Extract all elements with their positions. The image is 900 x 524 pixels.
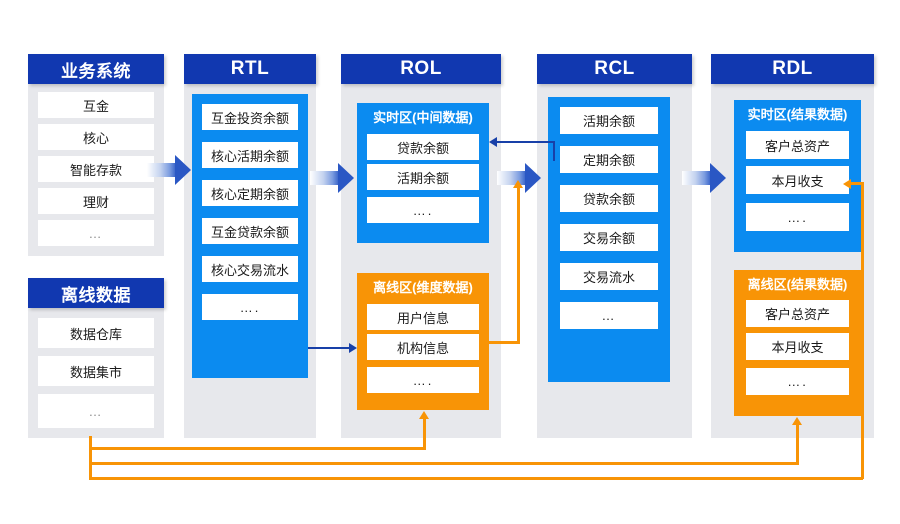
arrowhead-rcl-to-rol (489, 137, 497, 147)
item-rcl-3: 交易余额 (560, 224, 658, 251)
item-rcl-2: 贷款余额 (560, 185, 658, 212)
bus-line-lower (89, 477, 863, 480)
arrowhead-rtl-to-rol-offline (349, 343, 357, 353)
bus-line-upper (89, 447, 426, 450)
header-rol: ROL (341, 54, 501, 84)
arrow-head (338, 163, 354, 193)
flow-arrow-source-to-rtl (147, 155, 193, 185)
item-rcl-0: 活期余额 (560, 107, 658, 134)
arrow-shaft (310, 171, 340, 185)
arrow-shaft (682, 171, 712, 185)
item-rcl-4: 交易流水 (560, 263, 658, 290)
zone-rol-offline-title: 离线区(维度数据) (373, 280, 473, 295)
riser-to-rdl-offline (796, 424, 799, 464)
flow-arrow-rcl-to-rdl (682, 163, 732, 193)
arrowhead-rol-offline-to-rcl (513, 180, 523, 188)
item-rol-off-0: 用户信息 (367, 304, 479, 330)
item-rdl-rt-1: 本月收支 (746, 166, 849, 194)
item-rcl-1: 定期余额 (560, 146, 658, 173)
item-rol-rt-2: …. (367, 197, 479, 223)
item-rol-rt-0: 贷款余额 (367, 134, 479, 160)
line-rtl-to-rol-offline (308, 347, 350, 349)
line-into-rdl-realtime (849, 182, 864, 185)
item-rtl-2: 核心定期余额 (202, 180, 298, 206)
line-rol-offline-exit (489, 341, 520, 344)
arrow-head (175, 155, 191, 185)
item-rdl-off-2: …. (746, 368, 849, 395)
zone-rcl-realtime: 活期余额 定期余额 贷款余额 交易余额 交易流水 … (548, 97, 670, 382)
zone-rol-realtime: 实时区(中间数据) 贷款余额 活期余额 …. (357, 103, 489, 243)
flow-arrow-rol-to-rcl (497, 163, 543, 193)
line-rcl-to-rol (497, 141, 555, 143)
riser-to-rol-offline (423, 418, 426, 450)
zone-rol-offline: 离线区(维度数据) 用户信息 机构信息 …. (357, 273, 489, 410)
card-offline-2: … (38, 394, 154, 428)
arrowhead-bus-to-rol-offline (419, 411, 429, 419)
item-rol-off-1: 机构信息 (367, 334, 479, 360)
item-rtl-4: 核心交易流水 (202, 256, 298, 282)
card-source-2: 智能存款 (38, 156, 154, 182)
item-rtl-0: 互金投资余额 (202, 104, 298, 130)
item-rtl-5: …. (202, 294, 298, 320)
header-rcl: RCL (537, 54, 692, 84)
item-rol-rt-1: 活期余额 (367, 164, 479, 190)
card-offline-0: 数据仓库 (38, 318, 154, 348)
item-rol-off-2: …. (367, 367, 479, 393)
card-source-4: … (38, 220, 154, 246)
header-business-system: 业务系统 (28, 54, 164, 84)
zone-rtl-realtime: 互金投资余额 核心活期余额 核心定期余额 互金贷款余额 核心交易流水 …. (192, 94, 308, 378)
zone-rol-realtime-title: 实时区(中间数据) (373, 110, 473, 125)
bus-line-middle (89, 462, 799, 465)
flow-arrow-rtl-to-rol (310, 163, 356, 193)
item-rdl-off-0: 客户总资产 (746, 300, 849, 327)
card-source-1: 核心 (38, 124, 154, 150)
header-rtl: RTL (184, 54, 316, 84)
line-rol-offline-riser (517, 187, 520, 343)
zone-rdl-offline: 离线区(结果数据) 客户总资产 本月收支 …. (734, 270, 861, 416)
item-rtl-3: 互金贷款余额 (202, 218, 298, 244)
item-rdl-off-1: 本月收支 (746, 333, 849, 360)
arrow-head (710, 163, 726, 193)
zone-rdl-realtime: 实时区(结果数据) 客户总资产 本月收支 …. (734, 100, 861, 252)
arrowhead-into-rdl-realtime (843, 179, 851, 189)
zone-rdl-offline-title: 离线区(结果数据) (747, 277, 848, 292)
item-rdl-rt-0: 客户总资产 (746, 131, 849, 159)
card-source-3: 理财 (38, 188, 154, 214)
arrowhead-bus-to-rdl-offline (792, 417, 802, 425)
arrow-shaft (147, 163, 177, 177)
line-offline-source-drop (89, 436, 92, 478)
zone-rdl-realtime-title: 实时区(结果数据) (747, 107, 848, 122)
arrow-head (525, 163, 541, 193)
card-offline-1: 数据集市 (38, 356, 154, 386)
header-rdl: RDL (711, 54, 874, 84)
item-rcl-5: … (560, 302, 658, 329)
riser-right-side (861, 182, 864, 479)
item-rtl-1: 核心活期余额 (202, 142, 298, 168)
card-source-0: 互金 (38, 92, 154, 118)
line-rcl-drop (553, 141, 555, 161)
header-offline-data: 离线数据 (28, 278, 164, 308)
item-rdl-rt-2: …. (746, 203, 849, 231)
